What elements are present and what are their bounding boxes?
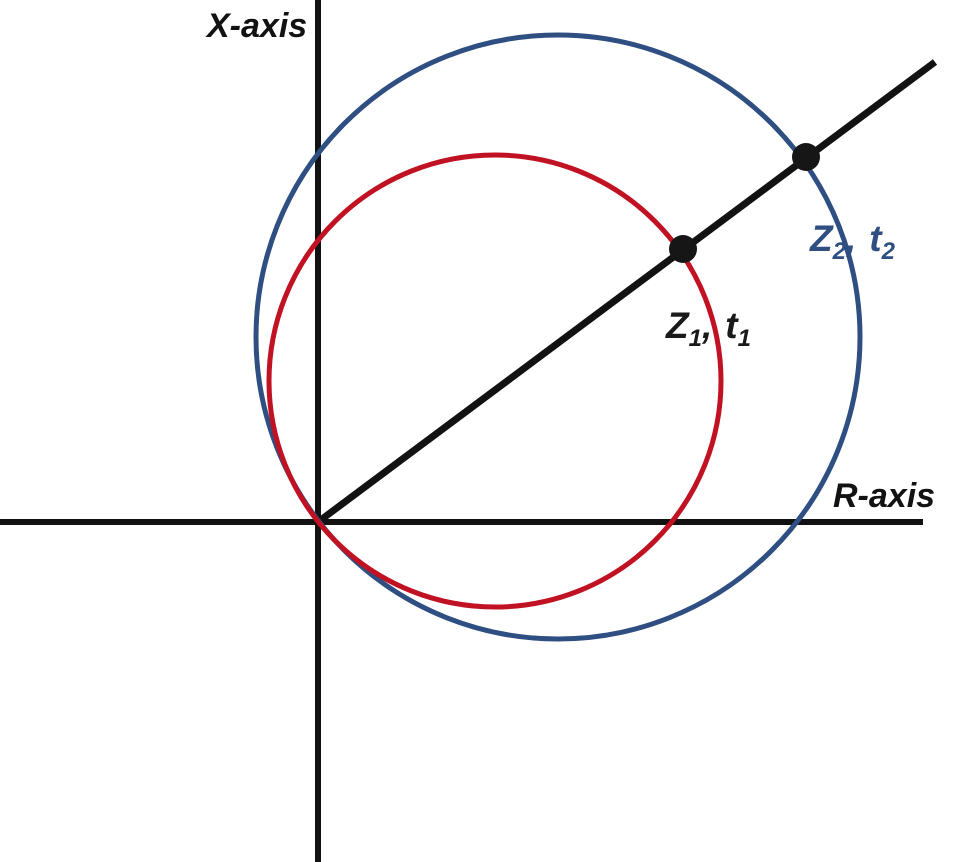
point-z2-label: Z2,t2 xyxy=(809,218,896,265)
t2-subscript: 2 xyxy=(881,238,896,265)
z2-symbol: Z xyxy=(809,218,834,259)
z1-comma: , xyxy=(701,305,712,346)
point-z1-label: Z1,t1 xyxy=(665,305,751,352)
point-z1-dot xyxy=(669,235,697,263)
t1-subscript: 1 xyxy=(738,325,751,352)
z2-subscript: 2 xyxy=(832,238,847,265)
z2-comma: , xyxy=(845,218,856,259)
impedance-ray-line xyxy=(315,59,938,525)
red-impedance-circle xyxy=(266,152,724,610)
t1-symbol: t xyxy=(725,305,739,346)
z1-symbol: Z xyxy=(665,305,690,346)
point-z2-dot xyxy=(792,143,820,171)
t2-symbol: t xyxy=(869,218,883,259)
r-axis-label: R-axis xyxy=(833,477,935,515)
x-axis-label: X-axis xyxy=(205,7,307,45)
blue-impedance-circle xyxy=(253,32,863,642)
z1-subscript: 1 xyxy=(689,325,702,352)
